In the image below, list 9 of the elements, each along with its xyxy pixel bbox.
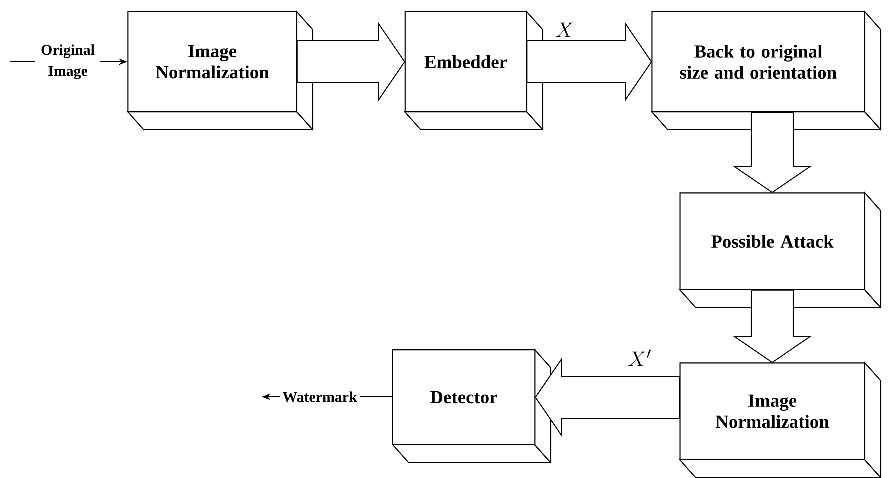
block-arrow xyxy=(732,290,812,364)
edge-label: $X'$ xyxy=(628,350,651,366)
block-arrow xyxy=(526,22,652,102)
edge-label: $X$ xyxy=(556,22,574,38)
edge-label: Original Image xyxy=(36,42,101,82)
block-arrow xyxy=(296,22,406,102)
block-arrow xyxy=(732,112,812,194)
block-arrow xyxy=(535,358,680,438)
edge-label: Watermark xyxy=(280,389,360,405)
